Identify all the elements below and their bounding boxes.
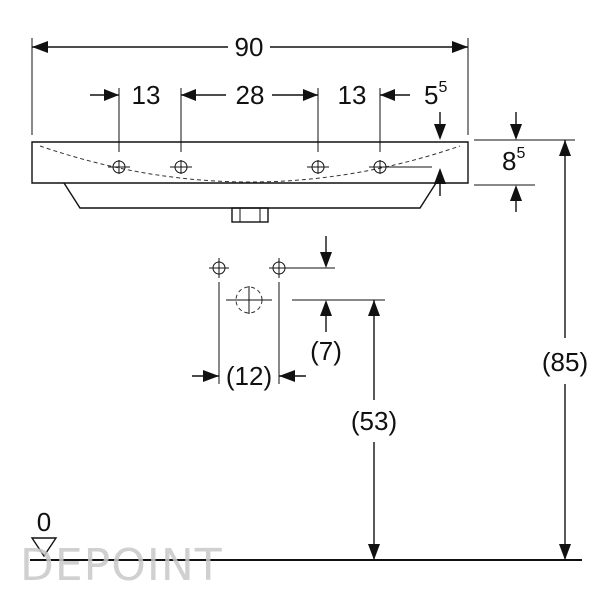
tap-hole-icon	[108, 160, 130, 174]
tap-spacing-right-label: 13	[338, 80, 367, 110]
floor-level-label: 0	[37, 507, 51, 537]
total-height-dimension: (85)	[542, 140, 588, 560]
floor-line: 0	[30, 507, 582, 561]
total-height-label: (85)	[542, 347, 588, 377]
tap-spacing-middle-label: 28	[236, 80, 265, 110]
tap-spacing-left-label: 13	[132, 80, 161, 110]
basin-profile	[31, 141, 469, 223]
watermark-logo: DEPOINT	[20, 540, 223, 591]
overall-width-dimension: 90	[31, 32, 469, 135]
overall-width-label: 90	[235, 32, 264, 62]
tap-hole-icon	[170, 160, 192, 174]
waste-height-dimension: (53)	[351, 300, 397, 560]
tap-spacing-dimensions: 13 28 13 55	[90, 79, 447, 152]
mounting-point-icon	[209, 258, 229, 278]
basin-thickness-label: 85	[502, 145, 525, 176]
waste-center-icon	[226, 286, 272, 314]
level-triangle-icon	[30, 537, 58, 558]
tap-hole-icon	[307, 160, 329, 174]
tap-hole-icon	[369, 160, 432, 174]
waste-outlet	[231, 207, 269, 223]
basin-thickness-dimension: 85	[434, 112, 575, 212]
waste-height-label: (53)	[351, 406, 397, 436]
waste-offset-label: (7)	[310, 336, 342, 366]
edge-offset-label: 55	[424, 79, 447, 110]
mounting-point-icon	[269, 258, 289, 278]
waste-spacing-label: (12)	[226, 361, 272, 391]
waste-connection-detail: (7) (12)	[192, 236, 385, 391]
